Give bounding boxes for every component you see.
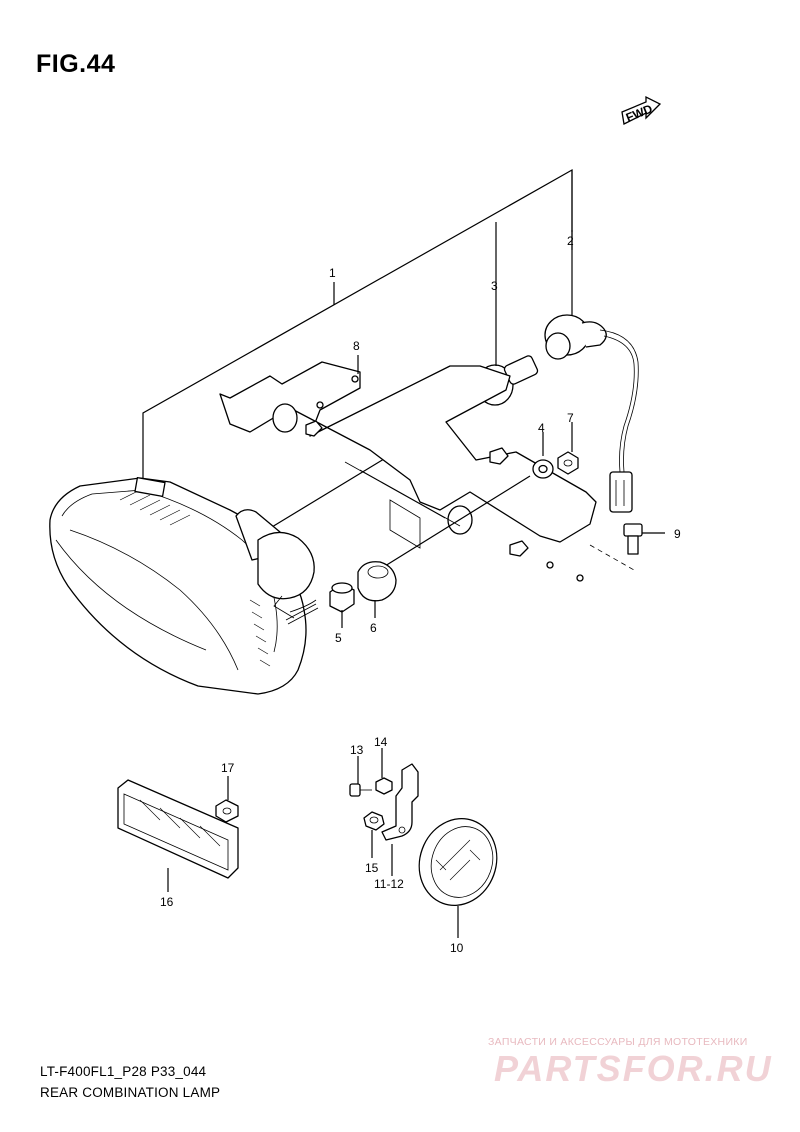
callout-leaders [167,355,665,938]
callout-3: 3 [491,279,498,293]
figure-title: FIG.44 [36,50,116,78]
reflector-part [117,779,239,879]
callout-4: 4 [538,421,545,435]
bolt-part [623,523,643,555]
license-lamp-part [381,763,498,906]
socket-harness-part [544,314,639,513]
washer-part [532,459,554,479]
screw-13-part [349,783,372,797]
spacer-part [329,582,355,613]
grommet-part [357,561,397,602]
nut-14-part [375,777,393,795]
callout-labels: 1 2 3 4 5 6 7 8 9 10 11-12 13 14 15 16 1… [160,234,681,955]
screw-15-part [363,811,385,831]
watermark-tagline: ЗАПЧАСТИ И АКСЕССУАРЫ ДЛЯ МОТОТЕХНИКИ [488,1036,748,1048]
model-code: LT-F400FL1_P28 P33_044 [40,1064,207,1079]
leader-lines [142,168,573,480]
callout-16: 16 [160,895,174,909]
callout-17: 17 [221,761,235,775]
assembly-name: REAR COMBINATION LAMP [40,1085,221,1100]
rear-lamp-housing-part [49,477,319,695]
fwd-direction-arrow-icon: FWD [621,95,662,125]
callout-14: 14 [374,735,388,749]
callout-8: 8 [353,339,360,353]
callout-9: 9 [674,527,681,541]
callout-1: 1 [329,266,336,280]
callout-5: 5 [335,631,342,645]
callout-6: 6 [370,621,377,635]
washer-leader [384,475,531,567]
callout-10: 10 [450,941,464,955]
fwd-label: FWD [624,101,655,124]
callout-2: 2 [567,234,574,248]
nut-part [557,451,579,475]
reflector-nut-part [215,799,239,823]
callout-7: 7 [567,411,574,425]
callout-11-12: 11-12 [374,877,404,891]
callout-13: 13 [350,743,364,757]
callout-15: 15 [365,861,379,875]
watermark-logo: PARTSFOR.RU [494,1048,773,1089]
